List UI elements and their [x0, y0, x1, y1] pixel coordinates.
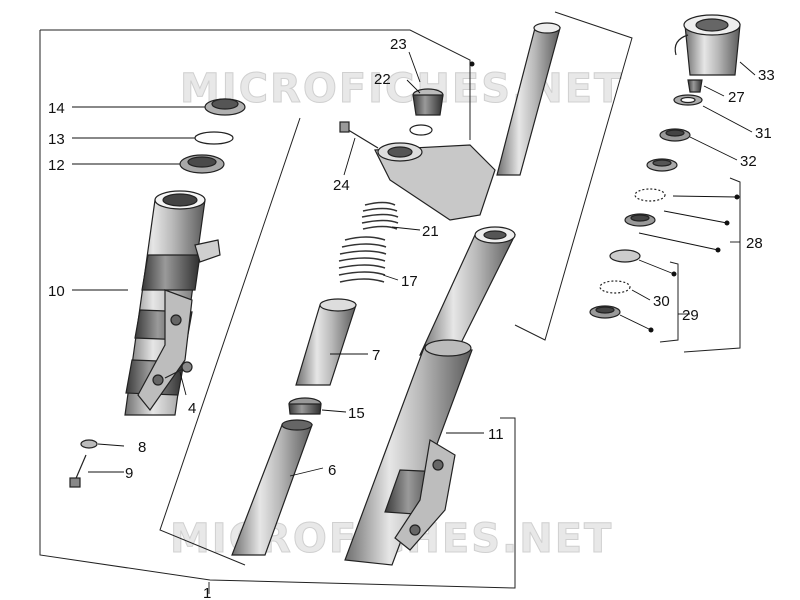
bush-15 [288, 397, 322, 415]
right-fork-leg-11 [344, 226, 516, 566]
bracket-29 [659, 261, 679, 343]
spacer-tube-7 [295, 304, 357, 386]
callout-13: 13 [48, 131, 65, 148]
circlip-13 [194, 131, 234, 145]
callout-4: 4 [188, 400, 196, 417]
dust-cover-33 [674, 14, 741, 76]
frame-fork-assembly [39, 30, 516, 589]
callout-24: 24 [333, 177, 350, 194]
callout-27: 27 [728, 89, 745, 106]
bearing-cup-upper [646, 158, 678, 172]
bearing-cup-middle [624, 213, 656, 227]
bearing-cup-lower [589, 305, 621, 319]
callout-32: 32 [740, 153, 757, 170]
washer-31 [673, 94, 703, 106]
callout-29: 29 [682, 307, 699, 324]
frame-inner-parts [159, 117, 301, 566]
oil-seal-12 [179, 154, 225, 174]
ring-nut-27 [687, 79, 703, 93]
callout-12: 12 [48, 157, 65, 174]
bolt-9 [69, 454, 87, 488]
damper-tube-6 [231, 419, 313, 556]
spring-17 [338, 236, 387, 283]
top-cap-22 [409, 88, 444, 136]
callout-10: 10 [48, 283, 65, 300]
callout-1: 1 [203, 585, 211, 600]
bolt-24 [339, 121, 379, 149]
callout-33: 33 [758, 67, 775, 84]
callout-7: 7 [372, 347, 380, 364]
bracket-28 [683, 177, 741, 353]
callout-17: 17 [401, 273, 418, 290]
callout-31: 31 [755, 125, 772, 142]
callout-14: 14 [48, 100, 65, 117]
frame-left-leg [40, 29, 471, 140]
washer-8 [80, 439, 98, 449]
spring-21 [361, 201, 399, 230]
callout-9: 9 [125, 465, 133, 482]
watermark-top: MICROFICHES.NET [180, 66, 623, 112]
callout-15: 15 [348, 405, 365, 422]
screw-4 [164, 361, 193, 379]
left-fork-slider [124, 190, 221, 416]
callout-11: 11 [488, 426, 504, 443]
callout-23: 23 [390, 36, 407, 53]
frame-steering-stem [514, 11, 633, 341]
race-lower [609, 249, 641, 263]
seal-ring-14 [204, 98, 246, 116]
callout-28: 28 [746, 235, 763, 252]
ball-cage-upper [634, 188, 666, 202]
steering-stem-23 [374, 22, 561, 221]
lock-nut-32 [659, 128, 691, 142]
callout-8: 8 [138, 439, 146, 456]
callout-30: 30 [653, 293, 670, 310]
callout-6: 6 [328, 462, 336, 479]
callout-21: 21 [422, 223, 439, 240]
callout-22: 22 [374, 71, 391, 88]
ball-cage-30 [599, 280, 631, 294]
